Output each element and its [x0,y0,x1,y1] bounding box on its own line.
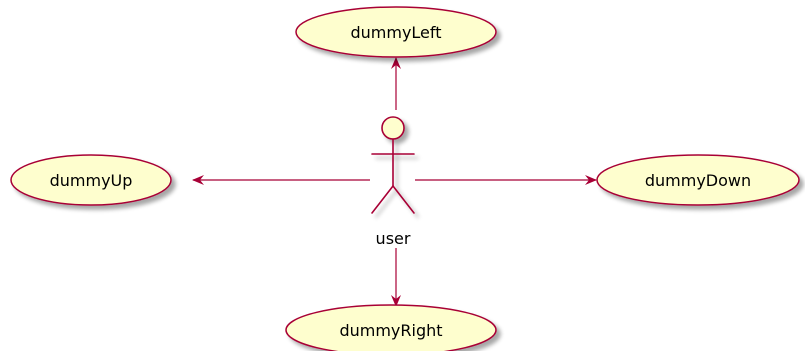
usecase-label: dummyLeft [350,23,441,42]
usecase-label: dummyDown [645,171,751,190]
usecase-label: dummyUp [50,171,133,190]
actor-user[interactable]: user [371,116,415,248]
usecase-dummyleft[interactable]: dummyLeft [295,6,497,58]
usecase-dummydown[interactable]: dummyDown [596,154,800,206]
usecase-label: dummyRight [339,321,442,340]
usecase-dummyup[interactable]: dummyUp [10,154,172,206]
actor-figure-icon [371,116,415,214]
actor-label: user [376,229,411,248]
usecase-dummyright[interactable]: dummyRight [285,304,497,351]
